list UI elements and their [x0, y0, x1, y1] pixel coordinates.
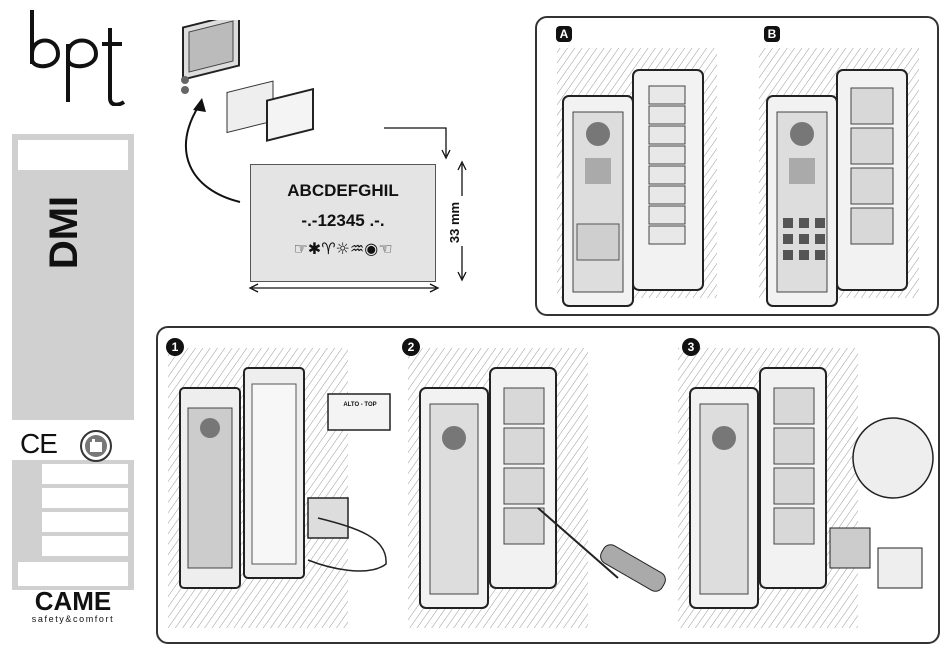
module-label: ALTO - TOP [332, 402, 388, 408]
step-3-badge: 3 [682, 338, 700, 356]
variant-b-badge: B [764, 26, 780, 42]
brand-tagline: safety&comfort [12, 614, 134, 624]
came-brand: CAME safety&comfort [12, 588, 134, 624]
step-2-badge: 2 [402, 338, 420, 356]
variants-illustration [537, 18, 933, 310]
steps-illustration [158, 328, 934, 638]
ce-mark-text: CE [20, 428, 57, 459]
step-1-badge: 1 [166, 338, 184, 356]
product-code-text: DMI [42, 196, 87, 269]
weee-certification-icon [78, 428, 114, 464]
variant-a-badge: A [556, 26, 572, 42]
dimension-arrows [240, 120, 480, 300]
brand-name: CAME [12, 588, 134, 614]
height-dimension: 33 mm [452, 195, 472, 255]
bpt-logo [18, 6, 128, 106]
bpt-logo-mark [18, 6, 128, 106]
ce-mark: CE [20, 428, 57, 460]
product-code: DMI [40, 180, 100, 290]
height-dimension-text: 33 mm [447, 202, 462, 243]
